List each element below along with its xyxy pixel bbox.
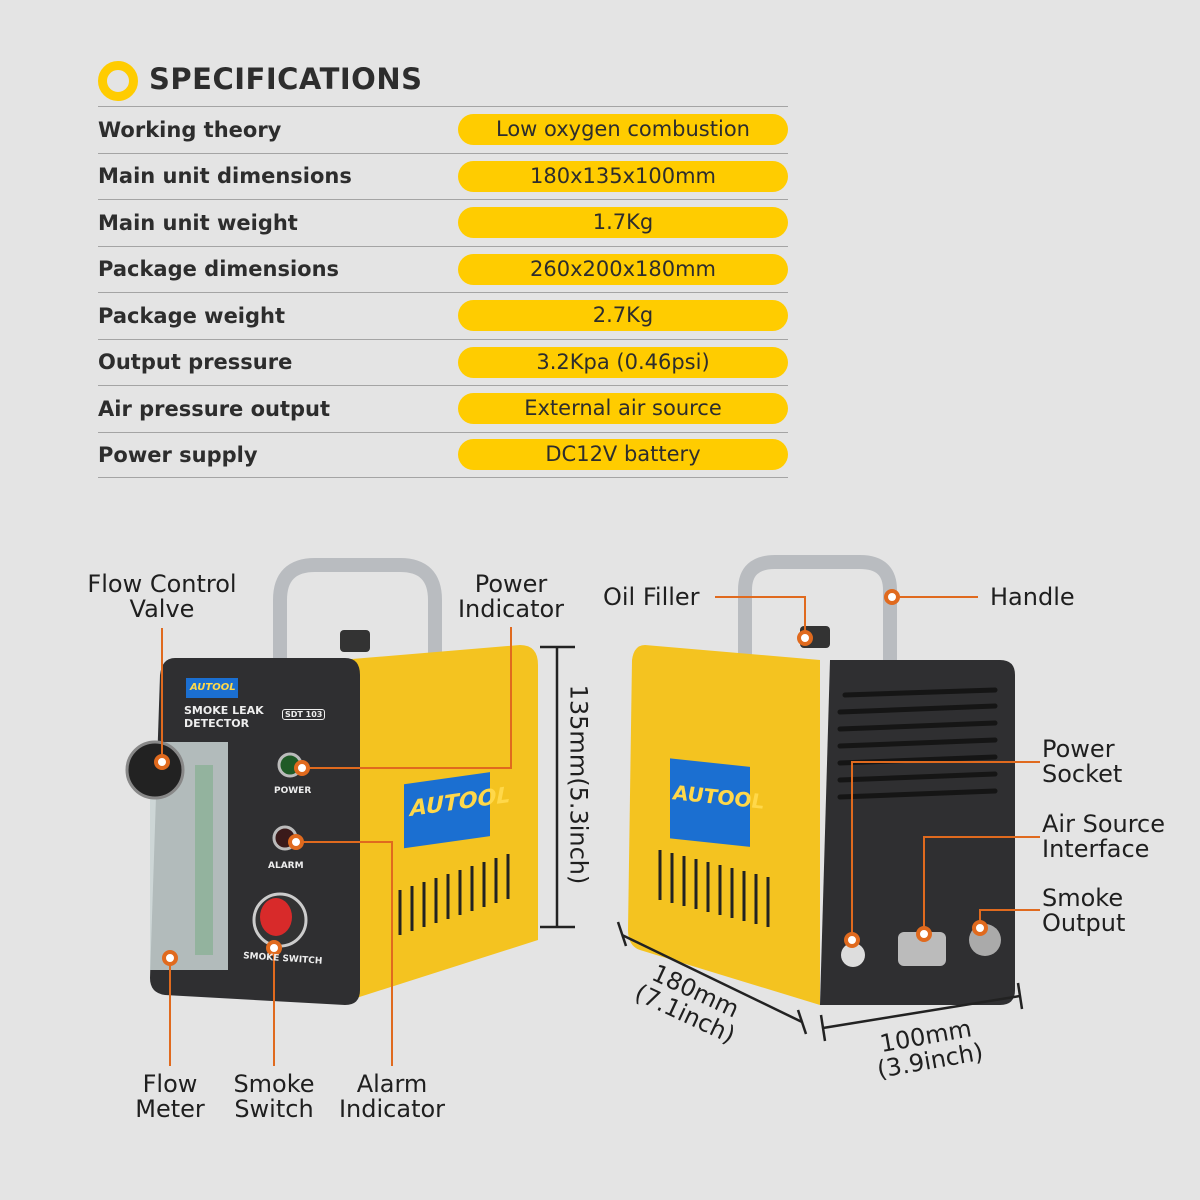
callout-line: Power xyxy=(1042,735,1115,763)
page-title: SPECIFICATIONS xyxy=(149,62,423,96)
spec-row: Power supply DC12V battery xyxy=(98,431,788,478)
spec-value: 180x135x100mm xyxy=(458,160,788,192)
callout-dots xyxy=(154,589,988,966)
callout-line: Meter xyxy=(135,1095,205,1123)
callout-line: Indicator xyxy=(338,1095,446,1123)
callout-line: Interface xyxy=(1042,835,1150,863)
spec-row: Output pressure 3.2Kpa (0.46psi) xyxy=(98,338,788,386)
callout-line: Indicator xyxy=(457,595,565,623)
spec-label: Working theory xyxy=(98,117,282,142)
spec-row: Package dimensions 260x200x180mm xyxy=(98,245,788,293)
spec-value: 2.7Kg xyxy=(458,300,788,332)
spec-row: Working theory Low oxygen combustion xyxy=(98,106,788,153)
leader-lines xyxy=(161,596,1040,1066)
spec-value: DC12V battery xyxy=(458,439,788,471)
model-badge: SDT 103 xyxy=(282,709,326,720)
spec-ring-icon xyxy=(98,61,138,101)
callout-line: Flow Control xyxy=(87,570,237,598)
device-name-line: DETECTOR xyxy=(184,717,250,730)
spec-label: Main unit dimensions xyxy=(98,164,352,189)
air-source-interface xyxy=(898,932,946,966)
callout-line: Valve xyxy=(129,595,195,623)
side-logo xyxy=(404,772,490,849)
callout-line: Output xyxy=(1042,909,1126,937)
spec-label: Air pressure output xyxy=(98,396,331,421)
spec-row: Main unit dimensions 180x135x100mm xyxy=(98,152,788,200)
spec-label: Main unit weight xyxy=(98,210,298,235)
spec-label: Output pressure xyxy=(98,350,293,375)
spec-label: Package weight xyxy=(98,303,286,328)
callout-line: Power xyxy=(474,570,548,598)
flow-valve-knob xyxy=(125,740,185,800)
callout-line: Smoke xyxy=(1042,884,1124,912)
handle xyxy=(273,558,442,660)
front-device xyxy=(125,558,538,1005)
device-name-line: SMOKE LEAK xyxy=(184,704,264,717)
spec-label: Package dimensions xyxy=(98,257,340,282)
callout-handle: Handle xyxy=(990,583,1075,611)
brand-badge-text: AUTOOL xyxy=(190,682,236,693)
dimension-lines xyxy=(540,645,1024,1042)
spec-value: Low oxygen combustion xyxy=(458,114,788,146)
spec-row: Air pressure output External air source xyxy=(98,385,788,432)
spec-row: Package weight 2.7Kg xyxy=(98,292,788,339)
callout-line: Flow xyxy=(142,1070,198,1098)
power-socket xyxy=(841,943,865,967)
dimension-height: 135mm(5.3inch) xyxy=(564,684,593,885)
callout-line: Smoke xyxy=(233,1070,315,1098)
spec-value: External air source xyxy=(458,393,788,425)
callout-line: Alarm xyxy=(356,1070,428,1098)
callout-line: Socket xyxy=(1042,760,1123,788)
brand-badge xyxy=(186,678,238,698)
callout-line: Switch xyxy=(234,1095,314,1123)
oil-cap xyxy=(340,630,370,652)
spec-value: 1.7Kg xyxy=(458,207,788,239)
spec-value: 3.2Kpa (0.46psi) xyxy=(458,346,788,378)
smoke-switch xyxy=(260,898,292,936)
spec-value: 260x200x180mm xyxy=(458,253,788,285)
callout-line: Air Source xyxy=(1042,810,1166,838)
spec-label: Power supply xyxy=(98,442,258,467)
alarm-label: ALARM xyxy=(268,861,304,871)
spec-table: Working theory Low oxygen combustion Main… xyxy=(98,106,788,478)
handle xyxy=(738,555,897,660)
spec-row: Main unit weight 1.7Kg xyxy=(98,199,788,246)
callout-oil-filler: Oil Filler xyxy=(603,583,700,611)
power-label: POWER xyxy=(274,786,312,796)
